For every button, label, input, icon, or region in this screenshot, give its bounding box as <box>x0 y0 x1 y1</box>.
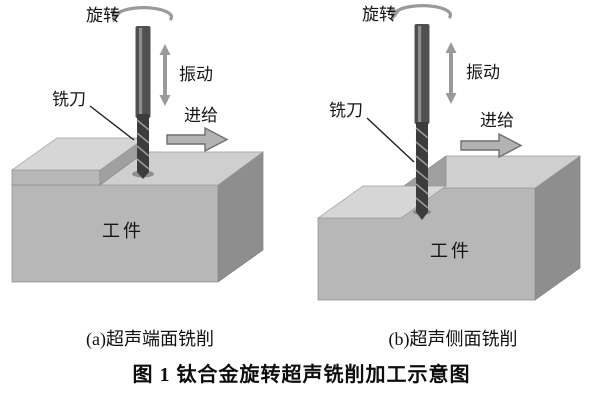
tool-shank-highlight-b <box>418 26 422 122</box>
figure-canvas: 旋转 振动 铣刀 进给 工件 旋转 振动 铣刀 进给 工件 <box>10 4 582 301</box>
cutter-pointer-line-b <box>366 117 415 163</box>
tool-shank-a <box>135 26 151 118</box>
workpiece-block-b <box>316 155 582 301</box>
block-b-ledge-top <box>316 185 448 219</box>
feed-arrow-a <box>166 127 228 152</box>
tool-shank-highlight-a <box>139 28 143 116</box>
tool-tip-b <box>416 212 428 220</box>
feed-arrow-b <box>460 133 522 158</box>
tool-flute-spirals-a <box>136 119 150 170</box>
vibration-arrow-b <box>443 40 459 106</box>
tool-shank-b <box>414 24 430 124</box>
tool-tip-a <box>137 172 149 179</box>
rotation-arrow-b <box>388 4 453 23</box>
vibration-arrow-a <box>157 42 173 108</box>
figure-main-caption: 图 1 钛合金旋转超声铣削加工示意图 <box>132 364 471 386</box>
panel-b-drawing <box>316 4 582 301</box>
rotation-arrow-a <box>109 6 174 25</box>
figure-svg <box>10 4 582 301</box>
panel-b-caption: (b)超声侧面铣削 <box>388 329 518 349</box>
block-a-ledge-front <box>11 169 101 186</box>
tool-flute-spirals-b <box>415 127 429 209</box>
panel-a-caption: (a)超声端面铣削 <box>86 329 214 349</box>
milling-tool-a <box>132 26 154 179</box>
cutter-pointer-line-a <box>89 105 135 141</box>
milling-tool-b <box>413 24 431 220</box>
block-a-front-face <box>11 184 219 283</box>
panel-a-drawing <box>10 6 265 283</box>
workpiece-block-a <box>10 137 265 283</box>
